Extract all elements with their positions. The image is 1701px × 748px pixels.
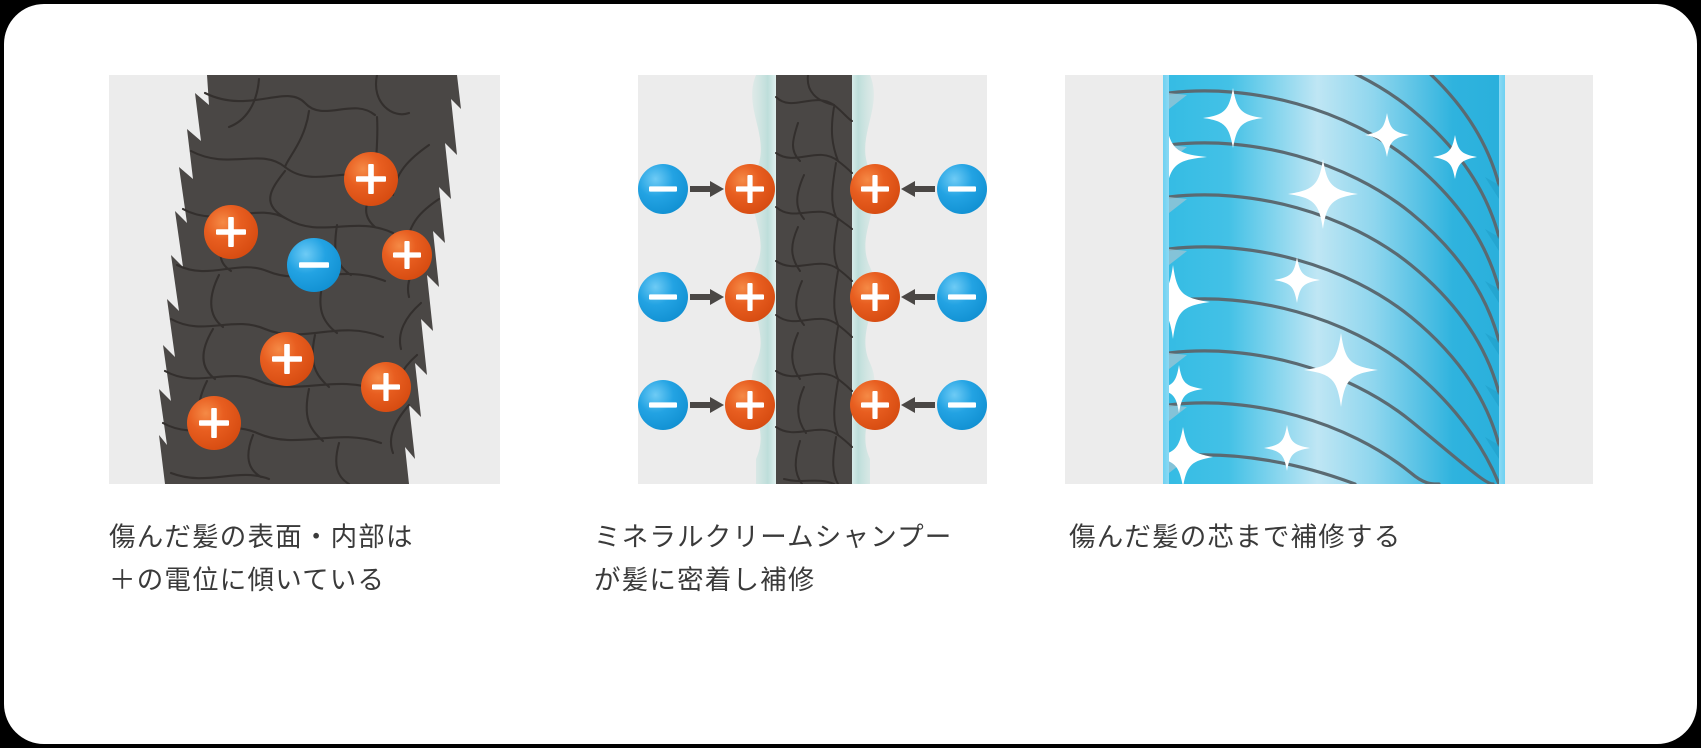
ion-pair-left	[638, 272, 775, 322]
sparkle-group	[1169, 88, 1477, 484]
arrow-right-icon	[690, 181, 724, 197]
arrow-left-icon	[901, 181, 935, 197]
sparkle-icon	[1169, 135, 1207, 179]
sparkle-icon	[1274, 257, 1320, 303]
cuticle-crack-lines	[775, 75, 853, 484]
sparkle-icon	[1203, 88, 1263, 148]
damaged-hair-illustration	[159, 75, 461, 484]
ion-pair-right	[850, 272, 987, 322]
sparkle-icon	[1304, 333, 1378, 407]
sparkle-icon	[1365, 113, 1409, 157]
plus-ion	[361, 362, 411, 412]
caption-shampoo-adhesion: ミネラルクリームシャンプー が髪に密着し補修	[594, 522, 953, 595]
sparkle-icon	[1169, 365, 1203, 413]
minus-ion	[287, 238, 341, 292]
ion-pair-left	[638, 164, 775, 214]
plus-ion	[204, 205, 258, 259]
hair-shaft	[775, 75, 853, 484]
ion-pair-right	[850, 164, 987, 214]
sparkle-icon	[1264, 425, 1310, 471]
figure-shampoo-adhesion	[638, 75, 987, 484]
arrow-right-icon	[690, 289, 724, 305]
caption-damaged-hair: 傷んだ髪の表面・内部は ＋の電位に傾いている	[109, 522, 414, 595]
cuticle-scale-arcs	[1169, 75, 1499, 484]
sparkle-icon	[1433, 135, 1477, 179]
plus-ion	[344, 152, 398, 206]
arrow-left-icon	[901, 397, 935, 413]
ion-pair-right	[850, 380, 987, 430]
arrow-left-icon	[901, 289, 935, 305]
caption-repaired-hair: 傷んだ髪の芯まで補修する	[1069, 522, 1402, 552]
figure-damaged-hair	[109, 75, 500, 484]
shampoo-adhesion-illustration	[638, 75, 987, 484]
plus-ion	[260, 332, 314, 386]
arrow-right-icon	[690, 397, 724, 413]
plus-ion	[187, 396, 241, 450]
plus-ion	[382, 230, 432, 280]
panel-row: 傷んだ髪の表面・内部は ＋の電位に傾いている	[4, 4, 1697, 744]
content-card: 傷んだ髪の表面・内部は ＋の電位に傾いている	[4, 4, 1697, 744]
figure-repaired-hair	[1065, 75, 1593, 484]
ion-exchange-rows	[638, 164, 987, 430]
sparkle-icon	[1169, 265, 1210, 339]
repaired-hair-illustration	[1163, 75, 1505, 484]
sparkle-icon	[1169, 427, 1213, 484]
ion-group	[187, 152, 432, 450]
sparkle-icon	[1288, 159, 1358, 229]
ion-pair-left	[638, 380, 775, 430]
scale-shadow-notches-right	[1485, 177, 1499, 459]
hair-body	[1169, 75, 1499, 484]
